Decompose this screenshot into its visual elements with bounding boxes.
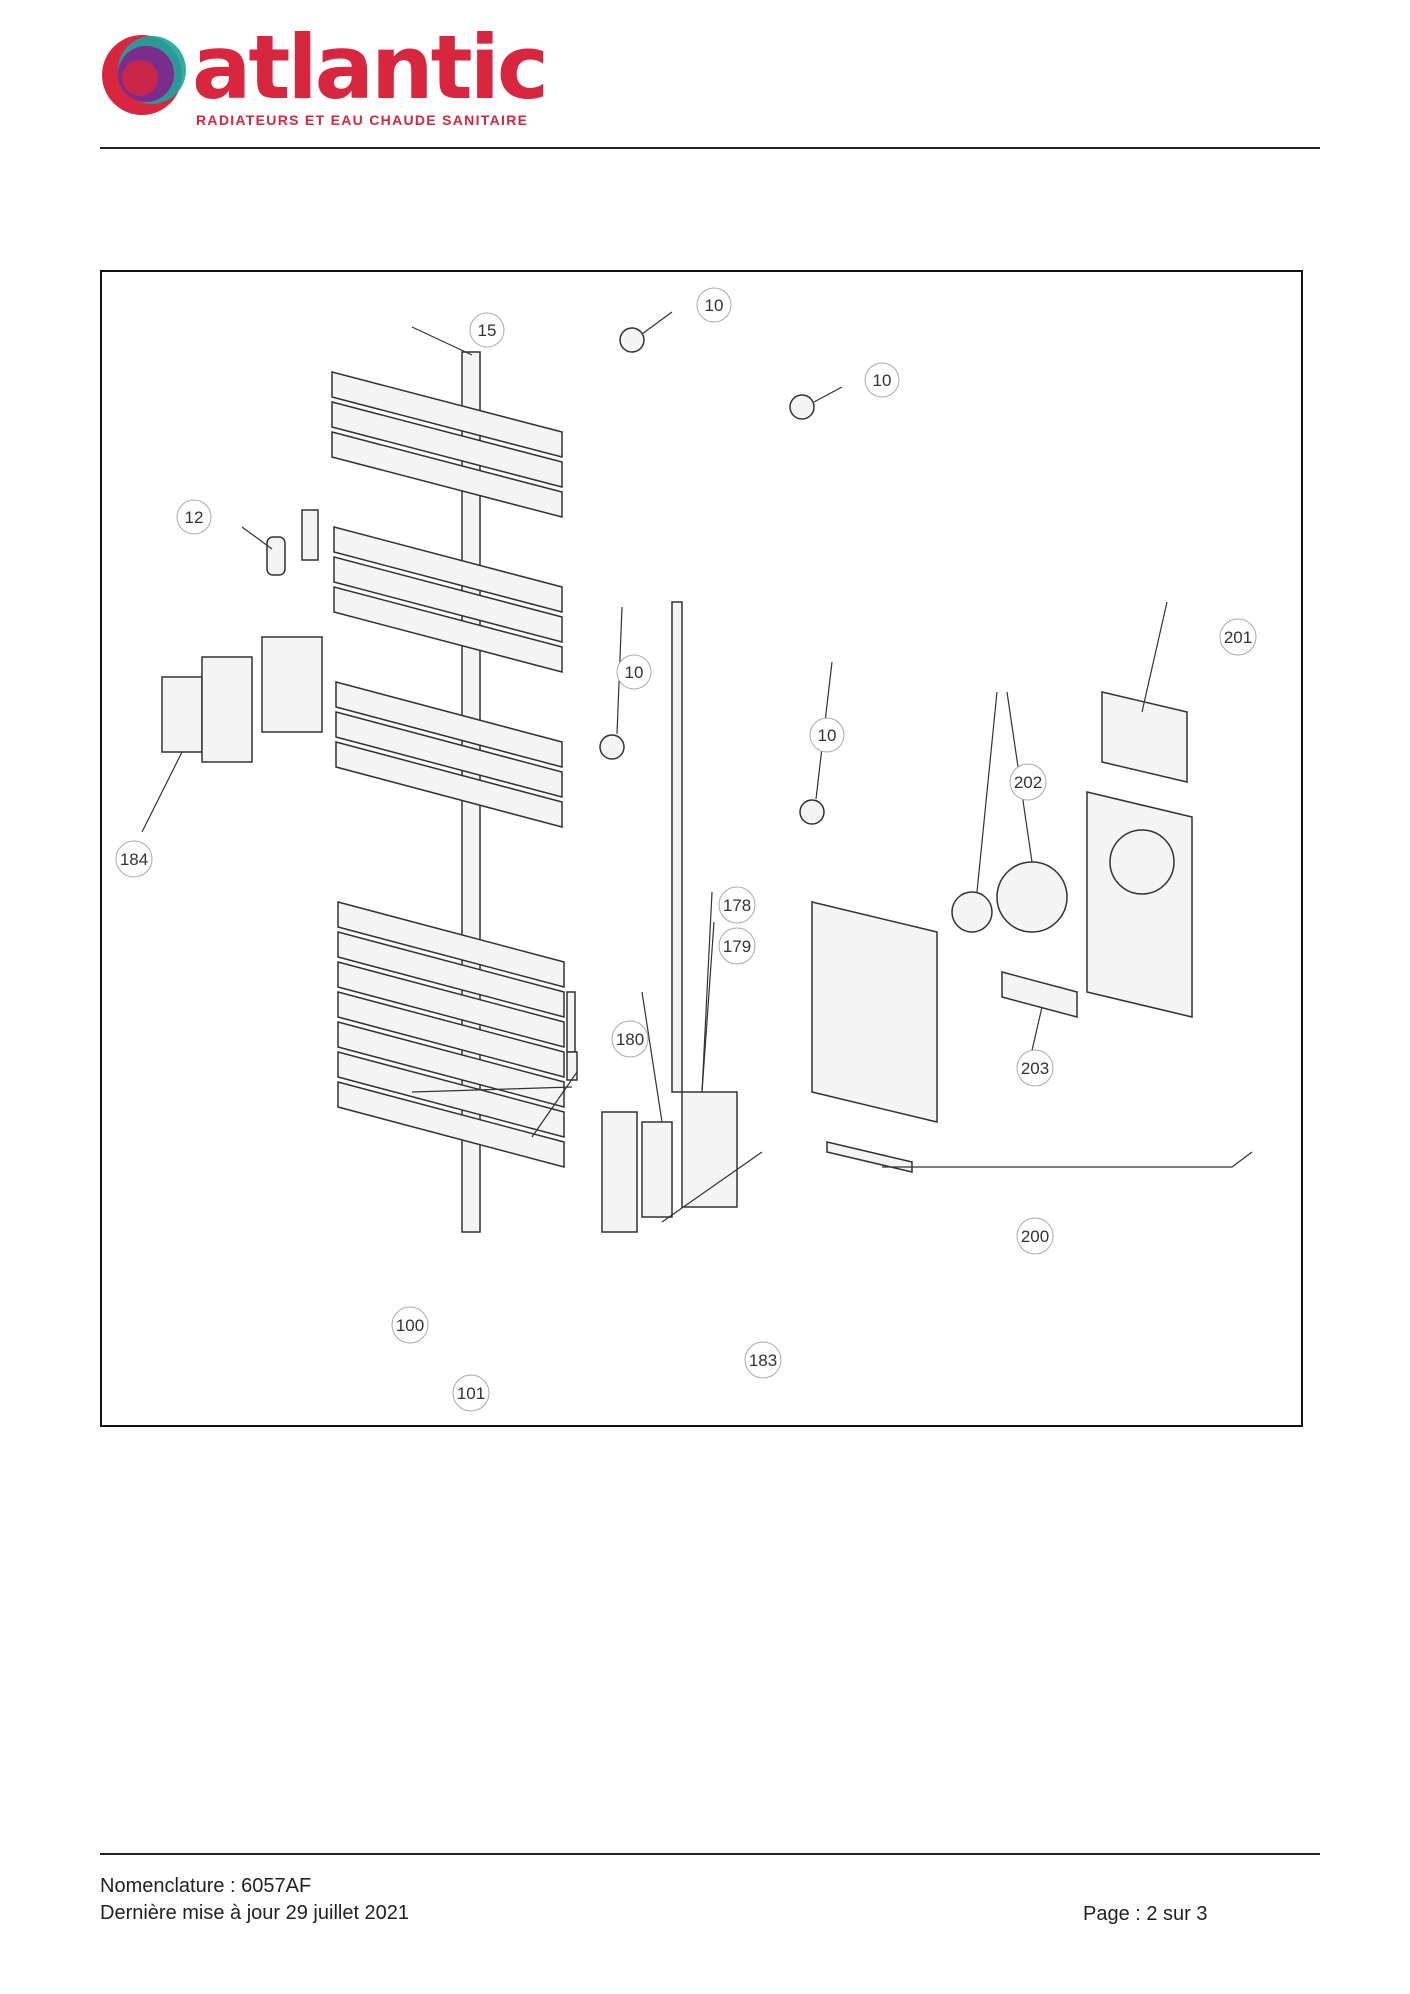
thermostat-part [641, 1121, 673, 1218]
exploded-view-drawing [141, 311, 1253, 1233]
atlantic-logo: atlantic RADIATEURS ET EAU CHAUDE SANITA… [100, 24, 549, 130]
fan-motor [951, 891, 993, 933]
fixing-knob-2 [789, 394, 815, 420]
callout-15: 15 [478, 321, 497, 340]
fan-grille [1109, 829, 1175, 895]
header-rule [100, 147, 1320, 149]
callout-180: 180 [616, 1030, 644, 1049]
brand-tagline: RADIATEURS ET EAU CHAUDE SANITAIRE [196, 112, 529, 128]
page-number: Page : 2 sur 3 [1083, 1903, 1208, 1925]
brand-name: atlantic [192, 16, 549, 119]
callout-10: 10 [873, 371, 892, 390]
fixing-knob-1 [619, 327, 645, 353]
fixing-knob-4 [799, 799, 825, 825]
radiator-slats [331, 371, 565, 1168]
electronic-card [601, 1111, 638, 1233]
knob-part [266, 536, 286, 576]
callout-101: 101 [457, 1384, 485, 1403]
button-part [301, 509, 319, 561]
callout-12: 12 [185, 508, 204, 527]
filter-frame [1101, 691, 1188, 783]
electronic-box [811, 901, 938, 1123]
callouts-layer: 10 15 10 12 201 10 10 202 184 178 179 18… [115, 287, 1257, 1412]
callout-183: 183 [749, 1351, 777, 1370]
callout-10: 10 [818, 726, 837, 745]
vertical-strip [671, 601, 683, 1093]
last-update-date: Dernière mise à jour 29 juillet 2021 [100, 1902, 410, 1924]
callout-10: 10 [705, 296, 724, 315]
callout-184: 184 [120, 850, 148, 869]
fixing-knob-3 [599, 734, 625, 760]
callout-100: 100 [396, 1316, 424, 1335]
logo-mark-icon [102, 35, 186, 115]
nomenclature-ref: Nomenclature : 6057AF [100, 1875, 312, 1897]
callout-201: 201 [1224, 628, 1252, 647]
exploded-diagram: 10 15 10 12 201 10 10 202 184 178 179 18… [100, 270, 1303, 1427]
heating-fins [826, 1141, 913, 1173]
terminal-block [681, 1091, 738, 1208]
callout-203: 203 [1021, 1059, 1049, 1078]
callout-179: 179 [723, 937, 751, 956]
callout-202: 202 [1014, 773, 1042, 792]
callout-200: 200 [1021, 1227, 1049, 1246]
heating-element [1001, 971, 1078, 1018]
callout-178: 178 [723, 896, 751, 915]
callout-10: 10 [625, 663, 644, 682]
footer-rule [100, 1853, 1320, 1855]
control-panel-housing [261, 636, 323, 733]
control-panel-plate [201, 656, 253, 763]
